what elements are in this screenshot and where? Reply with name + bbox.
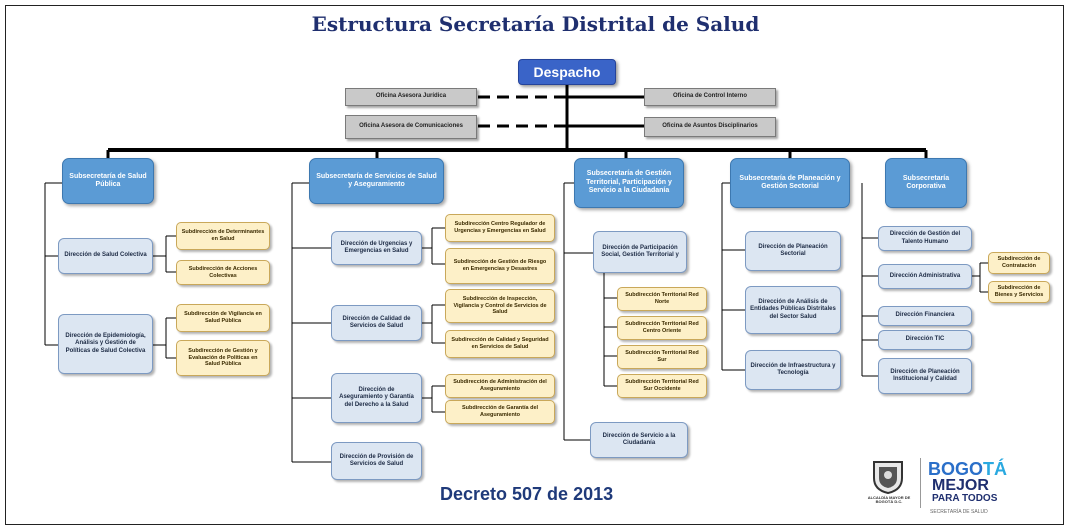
oficina-asesora-comunicaciones: Oficina Asesora de Comunicaciones [345, 115, 477, 139]
subdireccion-red-norte: Subdirección Territorial Red Norte [617, 287, 707, 311]
subsecretaria-servicios-salud: Subsecretaría de Servicios de Salud y As… [309, 158, 444, 204]
direccion-infraestructura: Dirección de Infraestructura y Tecnologí… [745, 350, 841, 390]
subdireccion-red-sur-occidente: Subdirección Territorial Red Sur Occiden… [617, 374, 707, 398]
subdireccion-acciones-colectivas: Subdirección de Acciones Colectivas [176, 260, 270, 285]
direccion-financiera: Dirección Financiera [878, 306, 972, 326]
secretaria-text: SECRETARÍA DE SALUD [930, 509, 988, 515]
subdireccion-inspeccion: Subdirección de Inspección, Vigilancia y… [445, 289, 555, 323]
subdireccion-administracion-aseguramiento: Subdirección de Administración del Asegu… [445, 374, 555, 398]
subdireccion-gestion-riesgo: Subdirección de Gestión de Riesgo en Eme… [445, 248, 555, 284]
subdireccion-vigilancia: Subdirección de Vigilancia en Salud Públ… [176, 304, 270, 332]
direccion-servicio-ciudadania: Dirección de Servicio a la Ciudadanía [590, 422, 688, 458]
direccion-administrativa: Dirección Administrativa [878, 264, 972, 289]
alcaldia-text: ALCALDÍA MAYOR DE BOGOTÁ D.C. [867, 495, 911, 505]
direccion-analisis-entidades: Dirección de Análisis de Entidades Públi… [745, 286, 841, 334]
diagram-frame [5, 5, 1064, 525]
oficina-control-interno: Oficina de Control Interno [644, 88, 776, 106]
subdireccion-determinantes: Subdirección de Determinantes en Salud [176, 222, 270, 250]
subdireccion-red-sur: Subdirección Territorial Red Sur [617, 345, 707, 369]
subsecretaria-planeacion: Subsecretaría de Planeación y Gestión Se… [730, 158, 850, 208]
subdireccion-gestion-politicas: Subdirección de Gestión y Evaluación de … [176, 340, 270, 376]
subsecretaria-salud-publica: Subsecretaría de Salud Pública [62, 158, 154, 204]
direccion-salud-colectiva: Dirección de Salud Colectiva [58, 238, 153, 274]
oficina-asesora-juridica: Oficina Asesora Jurídica [345, 88, 477, 106]
direccion-talento-humano: Dirección de Gestión del Talento Humano [878, 226, 972, 251]
oficina-asuntos-disciplinarios: Oficina de Asuntos Disciplinarios [644, 117, 776, 137]
decreto-label: Decreto 507 de 2013 [440, 484, 614, 504]
subdireccion-bienes-servicios: Subdirección de Bienes y Servicios [988, 281, 1050, 303]
direccion-calidad: Dirección de Calidad de Servicios de Sal… [331, 305, 422, 341]
subdireccion-garantia-aseguramiento: Subdirección de Garantía del Aseguramien… [445, 400, 555, 424]
direccion-participacion-social: Dirección de Participación Social, Gesti… [593, 231, 687, 273]
alcaldia-logo: ALCALDÍA MAYOR DE BOGOTÁ D.C. BOGOTÁ MEJ… [862, 456, 1058, 520]
direccion-aseguramiento: Dirección de Aseguramiento y Garantía de… [331, 373, 422, 423]
despacho-box: Despacho [518, 59, 616, 85]
subdireccion-red-centro-oriente: Subdirección Territorial Red Centro Orie… [617, 316, 707, 340]
subdireccion-calidad-seguridad: Subdirección de Calidad y Seguridad en S… [445, 330, 555, 358]
subsecretaria-gestion-territorial: Subsecretaría de Gestión Territorial, Pa… [574, 158, 684, 208]
bogota-prefix: BOGO [928, 459, 984, 479]
diagram-title: Estructura Secretaría Distrital de Salud [311, 12, 760, 36]
direccion-urgencias: Dirección de Urgencias y Emergencias en … [331, 231, 422, 265]
direccion-provision: Dirección de Provisión de Servicios de S… [331, 442, 422, 480]
bogota-accent: TÁ [983, 459, 1008, 479]
subdireccion-contratacion: Subdirección de Contratación [988, 252, 1050, 274]
para-todos-text: PARA TODOS [932, 493, 998, 504]
direccion-epidemiologia: Dirección de Epidemiología, Análisis y G… [58, 314, 153, 374]
direccion-planeacion-institucional: Dirección de Planeación Institucional y … [878, 358, 972, 394]
mejor-text: MEJOR [932, 477, 989, 494]
subsecretaria-corporativa: Subsecretaría Corporativa [885, 158, 967, 208]
direccion-planeacion-sectorial: Dirección de Planeación Sectorial [745, 231, 841, 271]
coat-of-arms-icon [873, 461, 903, 494]
subdireccion-centro-regulador: Subdirección Centro Regulador de Urgenci… [445, 214, 555, 242]
direccion-tic: Dirección TIC [878, 330, 972, 350]
